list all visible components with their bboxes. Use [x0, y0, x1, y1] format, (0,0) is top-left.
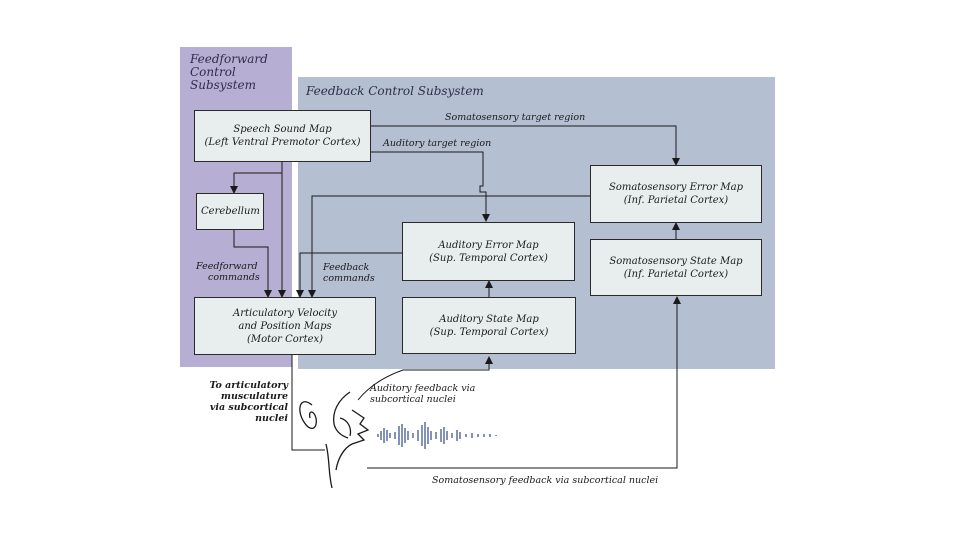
- feedback-title: Feedback Control Subsystem: [306, 84, 484, 98]
- cerebellum-box: Cerebellum: [196, 193, 264, 230]
- feedforward-commands-label: Feedforward commands: [196, 261, 260, 283]
- label-line: commands: [208, 272, 260, 283]
- auditory-feedback-label: Auditory feedback via subcortical nuclei: [370, 383, 475, 405]
- label-line: commands: [323, 273, 375, 284]
- label-line: via subcortical: [209, 402, 288, 413]
- to-musculature-label: To articulatory musculature via subcorti…: [200, 380, 289, 424]
- head-profile-icon: [299, 391, 370, 489]
- feedforward-title: Feedforward Control Subsystem: [190, 53, 268, 92]
- box-title: Articulatory Velocity: [233, 307, 337, 319]
- to-musculature-line: [291, 355, 325, 451]
- somatosensory-target-label: Somatosensory target region: [445, 112, 586, 123]
- label-line: Feedforward: [196, 261, 258, 272]
- label-line: musculature: [220, 391, 288, 402]
- auditory-target-label: Auditory target region: [383, 138, 492, 149]
- box-title: Auditory State Map: [439, 313, 539, 325]
- auditory-target-arrow: [371, 151, 490, 222]
- box-title: Cerebellum: [201, 206, 260, 217]
- speech-waveform-icon: [377, 422, 497, 449]
- somatosensory-error-map-box: Somatosensory Error Map (Inf. Parietal C…: [590, 165, 762, 223]
- articulatory-maps-box: Articulatory Velocity and Position Maps …: [194, 297, 376, 355]
- box-subtitle: (Sup. Temporal Cortex): [429, 326, 549, 338]
- somatosensory-feedback-arrow: [367, 296, 681, 469]
- box-subtitle: (Motor Cortex): [246, 333, 324, 345]
- somatosensory-feedback-label: Somatosensory feedback via subcortical n…: [432, 475, 659, 486]
- speech-sound-map-box: Speech Sound Map (Left Ventral Premotor …: [194, 110, 371, 162]
- box-title: Somatosensory Error Map: [608, 182, 744, 193]
- auditory-error-feedback-arrow: [296, 252, 402, 298]
- box-subtitle: (Inf. Parietal Cortex): [623, 268, 729, 280]
- box-subtitle: (Sup. Temporal Cortex): [429, 252, 548, 264]
- speech-to-cerebellum-arrow: [230, 162, 283, 194]
- feedforward-title-line: Control: [190, 65, 236, 79]
- auditory-feedback-arrow: [357, 356, 493, 401]
- box-subtitle: (Inf. Parietal Cortex): [623, 195, 729, 206]
- label-line: Feedback: [323, 262, 370, 273]
- feedforward-title-line: Subsystem: [190, 78, 257, 92]
- cerebellum-to-articulatory-arrow: [233, 230, 272, 298]
- auditory-error-map-box: Auditory Error Map (Sup. Temporal Cortex…: [402, 222, 575, 281]
- box-title: Speech Sound Map: [233, 124, 332, 135]
- feedforward-title-line: Feedforward: [190, 52, 268, 66]
- label-line: To articulatory: [209, 380, 289, 391]
- label-line: Auditory feedback via: [370, 383, 476, 394]
- somato-error-feedback-arrow: [308, 195, 590, 298]
- somatosensory-target-arrow: [371, 125, 680, 166]
- label-line: nuclei: [255, 413, 288, 424]
- box-title: Auditory Error Map: [438, 239, 539, 251]
- box-title: Somatosensory State Map: [609, 255, 743, 267]
- somatosensory-state-map-box: Somatosensory State Map (Inf. Parietal C…: [590, 239, 762, 296]
- auditory-state-map-box: Auditory State Map (Sup. Temporal Cortex…: [402, 297, 576, 354]
- box-subtitle: (Left Ventral Premotor Cortex): [204, 137, 361, 148]
- label-line: subcortical nuclei: [370, 394, 456, 405]
- box-title: and Position Maps: [238, 320, 332, 332]
- feedback-commands-label: Feedback commands: [323, 262, 375, 284]
